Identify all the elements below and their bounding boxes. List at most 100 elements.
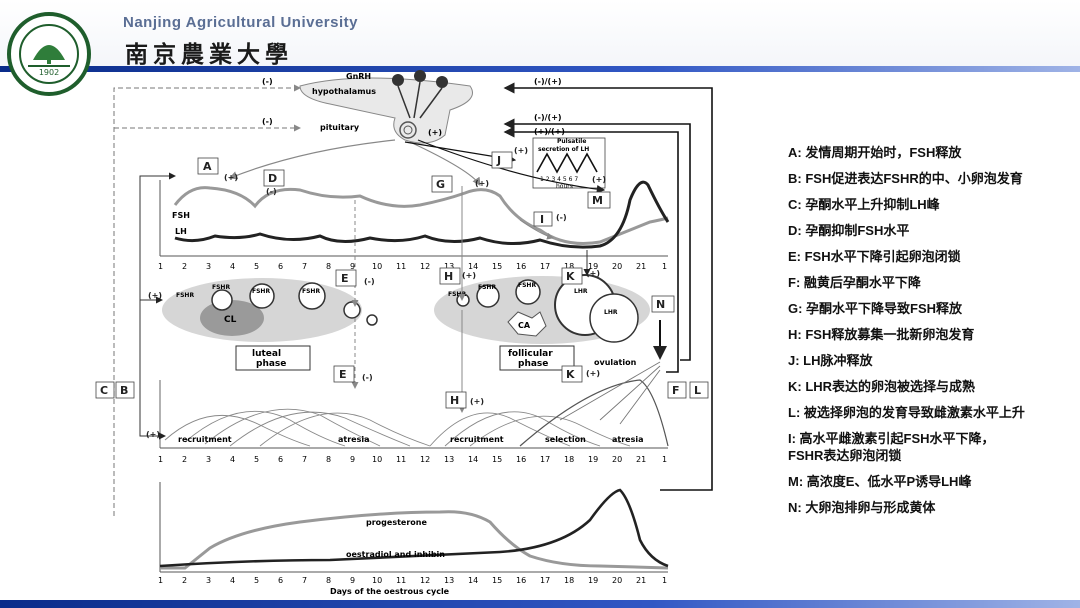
svg-text:LHR: LHR [604, 309, 618, 316]
svg-text:3: 3 [206, 576, 211, 585]
svg-text:(+): (+) [224, 173, 238, 182]
svg-text:4: 4 [230, 576, 235, 585]
svg-text:6: 6 [278, 576, 283, 585]
letter-l: L [694, 384, 701, 397]
svg-text:4: 4 [230, 262, 235, 271]
svg-text:LHR: LHR [574, 288, 588, 295]
svg-text:13: 13 [444, 455, 454, 464]
hypothalamus-label: hypothalamus [312, 87, 376, 96]
svg-text:2: 2 [182, 262, 187, 271]
svg-text:(-): (-) [362, 373, 373, 382]
svg-text:12: 12 [420, 262, 430, 271]
svg-text:11: 11 [396, 455, 406, 464]
letter-h: H [444, 270, 453, 283]
university-name-en: Nanjing Agricultural University [123, 14, 358, 31]
luteal-label-2: phase [256, 359, 286, 369]
letter-e-2: E [339, 368, 347, 381]
svg-text:18: 18 [564, 262, 574, 271]
letter-c: C [100, 384, 108, 397]
letter-boxes [95, 151, 709, 409]
svg-text:atresia: atresia [612, 435, 644, 444]
pulsatile-ticks: 1 2 3 4 5 6 7 [540, 176, 578, 183]
legend-item-text: G: 孕酮水平下降导致FSH释放 [788, 301, 963, 316]
hypothalamus-neg-sign: (-) [262, 77, 273, 86]
svg-text:3: 3 [206, 455, 211, 464]
svg-text:7: 7 [302, 576, 307, 585]
legend-item-text: D: 孕酮抑制FSH水平 [788, 223, 910, 238]
svg-text:13: 13 [444, 262, 454, 271]
svg-text:11: 11 [396, 262, 406, 271]
pulsatile-title-1: Pulsatile [557, 138, 586, 145]
svg-text:12: 12 [420, 576, 430, 585]
legend-list: A: 发情周期开始时，FSH释放 B: FSH促进表达FSHR的中、小卵泡发育 C:… [788, 144, 1078, 525]
legend-item: N: 大卵泡排卵与形成黄体 [788, 499, 1078, 516]
svg-text:(+): (+) [592, 175, 606, 184]
svg-text:(+): (+) [462, 271, 476, 280]
letter-i: I [540, 213, 544, 226]
svg-text:9: 9 [350, 455, 355, 464]
svg-text:FSHR: FSHR [302, 288, 320, 295]
connector-arrows [139, 172, 667, 440]
legend-item-text: C: 孕酮水平上升抑制LH峰 [788, 197, 940, 212]
svg-text:selection: selection [545, 435, 586, 444]
svg-text:5: 5 [254, 455, 259, 464]
x-axis-label: Days of the oestrous cycle [330, 587, 450, 596]
svg-text:9: 9 [350, 576, 355, 585]
legend-item-text: A: 发情周期开始时，FSH释放 [788, 145, 962, 160]
legend-item-text: B: FSH促进表达FSHR的中、小卵泡发育 [788, 171, 1023, 186]
svg-text:19: 19 [588, 262, 598, 271]
header-stripe [0, 66, 1080, 72]
svg-text:14: 14 [468, 262, 478, 271]
svg-text:12: 12 [420, 455, 430, 464]
svg-text:16: 16 [516, 576, 526, 585]
progesterone-curve [160, 510, 669, 570]
svg-text:1: 1 [158, 262, 163, 271]
svg-text:18: 18 [564, 576, 574, 585]
legend-item: M: 高浓度E、低水平P诱导LH峰 [788, 473, 1078, 490]
svg-text:16: 16 [516, 455, 526, 464]
svg-text:5: 5 [254, 262, 259, 271]
svg-text:15: 15 [492, 262, 502, 271]
letter-d: D [268, 172, 277, 185]
legend-item: I: 高水平雌激素引起FSH水平下降，FSHR表达卵泡闭锁 [788, 430, 1078, 464]
svg-text:recruitment: recruitment [450, 435, 504, 444]
legend-item-text: M: 高浓度E、低水平P诱导LH峰 [788, 474, 972, 489]
legend-item: A: 发情周期开始时，FSH释放 [788, 144, 1078, 161]
ovary-panel [162, 274, 650, 344]
svg-text:20: 20 [612, 576, 622, 585]
svg-text:7: 7 [302, 262, 307, 271]
legend-item-text: J: LH脉冲释放 [788, 353, 873, 368]
svg-text:9: 9 [350, 262, 355, 271]
fsh-curve [173, 186, 669, 245]
legend-item-text: E: FSH水平下降引起卵泡闭锁 [788, 249, 961, 264]
hypothalamus-pituitary [299, 70, 473, 144]
letter-g: G [436, 178, 445, 191]
legend-item: G: 孕酮水平下降导致FSH释放 [788, 300, 1078, 317]
svg-text:FSHR: FSHR [448, 291, 466, 298]
svg-text:19: 19 [588, 576, 598, 585]
svg-text:atresia: atresia [338, 435, 370, 444]
lh-curve [174, 180, 670, 249]
svg-text:(-): (-) [556, 213, 567, 222]
svg-text:8: 8 [326, 455, 331, 464]
svg-text:(+): (+) [470, 397, 484, 406]
lh-label: LH [175, 227, 187, 236]
svg-text:FSHR: FSHR [478, 284, 496, 291]
progesterone-label: progesterone [366, 518, 427, 527]
university-seal-icon: 1902 [7, 12, 91, 96]
legend-item-text: L: 被选择卵泡的发育导致雌激素水平上升 [788, 405, 1025, 420]
legend-item-text: I: 高水平雌激素引起FSH水平下降， [788, 431, 995, 446]
letter-h-2: H [450, 394, 459, 407]
oestradiol-feedback-lines [503, 82, 713, 491]
svg-text:(-): (-) [266, 187, 277, 196]
svg-text:10: 10 [372, 262, 382, 271]
svg-text:11: 11 [396, 576, 406, 585]
svg-text:10: 10 [372, 576, 382, 585]
svg-text:(+): (+) [475, 179, 489, 188]
legend-item-text: K: LHR表达的卵泡被选择与成熟 [788, 379, 976, 394]
letter-k-2: K [566, 368, 575, 381]
svg-text:4: 4 [230, 455, 235, 464]
fsh-label: FSH [172, 211, 190, 220]
